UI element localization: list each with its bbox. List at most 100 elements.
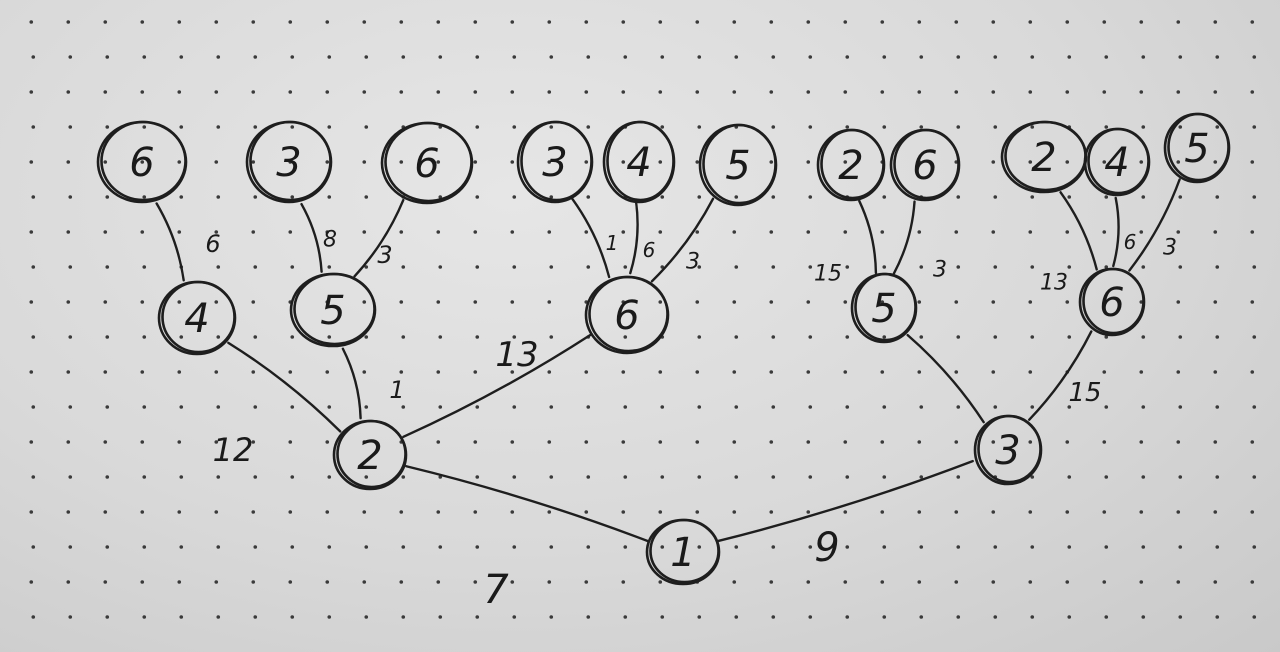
grid-dot (66, 510, 71, 514)
tree-node-n3: 3 (973, 414, 1043, 486)
grid-dot (66, 300, 71, 304)
grid-dot (880, 370, 885, 374)
node-circle-stroke (1082, 267, 1145, 335)
node-circle-stroke (893, 128, 960, 200)
grid-dot (364, 405, 369, 409)
grid-dot (1067, 335, 1072, 339)
grid-dot (140, 20, 145, 24)
tree-edge-n6a-l3b (571, 197, 611, 279)
grid-dot (68, 265, 73, 269)
grid-dot (438, 545, 443, 549)
grid-dot (1213, 20, 1218, 24)
node-circle-stroke (820, 128, 885, 200)
grid-dot (695, 510, 700, 514)
node-label: 4 (184, 296, 209, 342)
grid-dot (140, 370, 145, 374)
grid-dot (991, 230, 996, 234)
grid-dot (510, 20, 515, 24)
grid-dot (142, 545, 147, 549)
grid-dot (103, 160, 108, 164)
grid-dot (214, 510, 219, 514)
grid-dot (806, 370, 811, 374)
grid-dot (1250, 20, 1255, 24)
edge-layer (155, 178, 1181, 543)
grid-dot (29, 90, 34, 94)
grid-dot (216, 125, 221, 129)
grid-dot (1178, 195, 1183, 199)
node-label: 6 (1099, 280, 1124, 326)
grid-dot (103, 20, 108, 24)
grid-dot (917, 370, 922, 374)
grid-dot (66, 580, 71, 584)
node-circle-stroke (161, 280, 236, 354)
grid-dot (549, 265, 554, 269)
grid-dot (1139, 230, 1144, 234)
grid-dot (954, 230, 959, 234)
grid-dot (29, 510, 34, 514)
grid-dot (1215, 615, 1220, 619)
grid-dot (549, 335, 554, 339)
grid-dot (1250, 510, 1255, 514)
grid-dot (325, 370, 330, 374)
grid-dot (1250, 90, 1255, 94)
grid-dot (621, 580, 626, 584)
grid-dot (66, 20, 71, 24)
grid-dot (510, 230, 515, 234)
node-label: 6 (912, 143, 937, 189)
grid-dot (880, 510, 885, 514)
grid-dot (991, 300, 996, 304)
grid-dot (771, 55, 776, 59)
tree-node-n6a: 6 (584, 275, 670, 355)
grid-dot (327, 475, 332, 479)
grid-dot (623, 615, 628, 619)
tree-node-l4a: 4 (602, 120, 676, 204)
grid-dot (1141, 265, 1146, 269)
grid-dot (510, 90, 515, 94)
grid-dot (1065, 230, 1070, 234)
grid-dot (473, 580, 478, 584)
grid-dot (769, 90, 774, 94)
grid-dot (845, 265, 850, 269)
tree-node-l5b: 5 (1163, 112, 1231, 184)
grid-dot (1213, 370, 1218, 374)
grid-dot (732, 370, 737, 374)
grid-dot (31, 545, 36, 549)
grid-dot (1250, 230, 1255, 234)
grid-dot (1213, 510, 1218, 514)
grid-dot (549, 475, 554, 479)
grid-dot (1252, 265, 1257, 269)
grid-dot (1141, 55, 1146, 59)
grid-dot (880, 300, 885, 304)
grid-dot (1104, 55, 1109, 59)
grid-dot (734, 335, 739, 339)
grid-dot (142, 335, 147, 339)
node-label: 5 (725, 143, 750, 189)
grid-dot (658, 300, 663, 304)
grid-dot (325, 20, 330, 24)
grid-dot (1141, 195, 1146, 199)
grid-dot (68, 545, 73, 549)
node-label: 4 (1104, 140, 1129, 186)
grid-dot (771, 475, 776, 479)
grid-dot (769, 300, 774, 304)
grid-dot (1030, 335, 1035, 339)
grid-dot (512, 125, 517, 129)
grid-dot (31, 615, 36, 619)
grid-dot (919, 545, 924, 549)
grid-dot (1176, 90, 1181, 94)
grid-dot (327, 55, 332, 59)
grid-dot (660, 405, 665, 409)
grid-dot (362, 230, 367, 234)
grid-dot (882, 475, 887, 479)
grid-dot (1028, 580, 1033, 584)
grid-dot (473, 510, 478, 514)
grid-dot (991, 580, 996, 584)
grid-dot (954, 300, 959, 304)
grid-dot (808, 615, 813, 619)
grid-dot (658, 20, 663, 24)
node-label: 6 (129, 140, 154, 186)
grid-dot (214, 230, 219, 234)
node-label: 2 (838, 143, 863, 189)
grid-dot (288, 510, 293, 514)
